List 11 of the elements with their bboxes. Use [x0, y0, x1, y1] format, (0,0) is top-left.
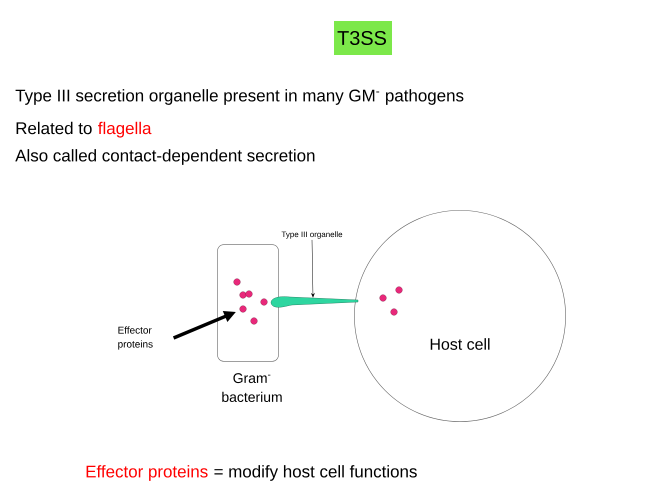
leader-line [311, 240, 315, 298]
bacterium-label: Gram$^{-}$ bacterium [222, 373, 282, 402]
text-line: Related to [16, 122, 92, 134]
callout-label: Effector proteins [118, 326, 153, 350]
highlighted-word: Effector proteins [86, 465, 208, 481]
organelle-needle [270, 296, 358, 308]
highlighted-word: flagella [98, 122, 152, 138]
text-line: Also called contact-dependent secretion [15, 149, 314, 165]
text-line: = modify host cell functions [214, 465, 417, 481]
text-line: Type III secretion organelle present in many GM$^{-}$ pathogens [16, 89, 464, 105]
title: T3SS [334, 21, 392, 55]
